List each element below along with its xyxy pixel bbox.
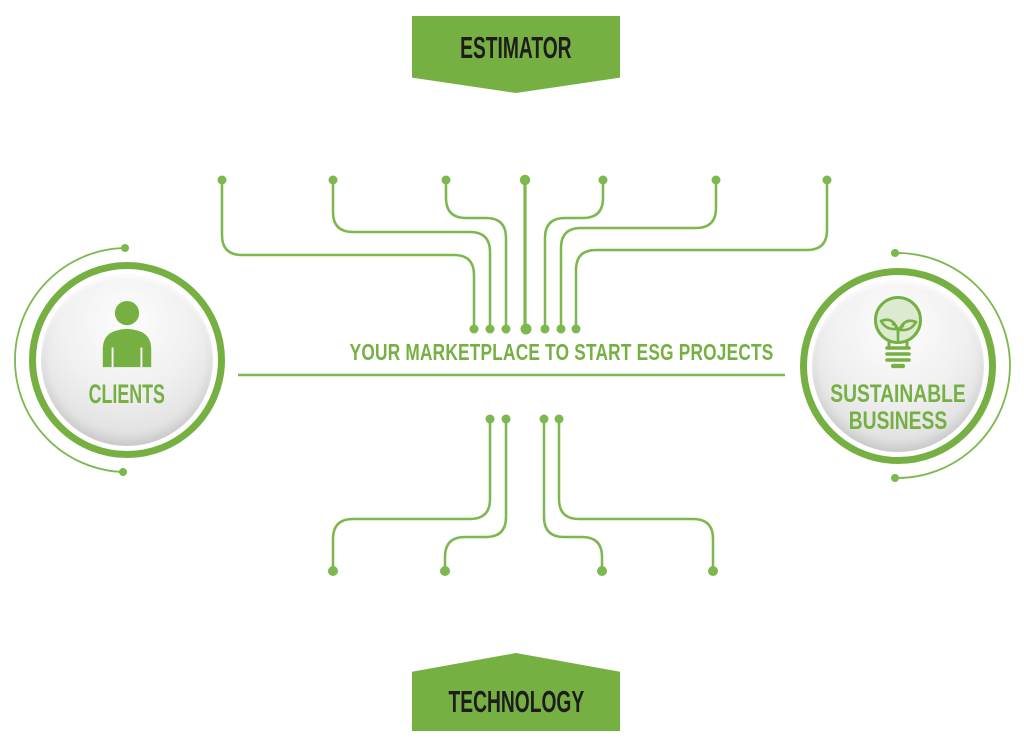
trace-dot [822, 175, 832, 185]
trace-dot [540, 324, 550, 334]
trace-dot [539, 414, 549, 424]
circuit-trace [557, 419, 715, 571]
estimator-banner-text: ESTIMATOR [460, 29, 572, 65]
upper-circuit [217, 174, 832, 335]
left-node-arc [14, 244, 129, 476]
trace-dot [501, 414, 511, 424]
trace-dot [217, 175, 227, 185]
circuit-trace [443, 419, 508, 571]
trace-dot [711, 175, 721, 185]
center-tagline: YOUR MARKETPLACE TO START ESG PROJECTS [279, 341, 779, 364]
arc-dot [121, 244, 129, 252]
circuit-trace [542, 419, 604, 571]
trace-dot [485, 324, 495, 334]
circuit-trace [559, 180, 718, 329]
trace-dot [556, 324, 566, 334]
clients-node-disc: CLIENTS [41, 274, 213, 446]
trace-dot [708, 566, 718, 576]
circuit-trace [331, 419, 492, 571]
trace-dot [440, 566, 450, 576]
technology-banner-label: TECHNOLOGY [412, 683, 620, 719]
trace-dot [520, 323, 532, 335]
technology-banner: TECHNOLOGY [412, 653, 620, 731]
trace-dot [469, 324, 479, 334]
circuit-trace [543, 180, 605, 329]
trace-dot [519, 174, 531, 186]
center-tagline-text: YOUR MARKETPLACE TO START ESG PROJECTS [349, 339, 774, 365]
lightbulb-plant-icon [874, 296, 922, 369]
circuit-trace [574, 180, 829, 329]
arc-dot [891, 249, 899, 257]
left-arc-path [14, 247, 126, 473]
trace-dot [501, 324, 511, 334]
arc-dot [119, 468, 127, 476]
circuit-trace [331, 180, 492, 329]
person-icon [102, 300, 152, 367]
sustainable-business-node: SUSTAINABLE BUSINESS [800, 268, 996, 464]
trace-dot [328, 175, 338, 185]
trace-dot [328, 566, 338, 576]
circuit-trace [444, 180, 508, 329]
sustainable-label-line1: SUSTAINABLE [830, 380, 966, 408]
trace-dot [554, 414, 564, 424]
trace-dot [485, 414, 495, 424]
sustainable-business-label: SUSTAINABLE BUSINESS [810, 381, 986, 435]
sustainable-business-node-disc: SUSTAINABLE BUSINESS [812, 280, 984, 452]
trace-dot [597, 566, 607, 576]
clients-node: CLIENTS [29, 262, 225, 458]
estimator-banner: ESTIMATOR [412, 16, 620, 93]
circuit-trace [220, 180, 476, 329]
trace-dot [571, 324, 581, 334]
clients-label: CLIENTS [69, 378, 185, 409]
right-arc-path [894, 252, 1011, 479]
trace-dot [598, 175, 608, 185]
trace-dot [441, 175, 451, 185]
technology-banner-text: TECHNOLOGY [448, 683, 584, 719]
right-node-arc [891, 249, 1011, 482]
sustainable-label-line2: BUSINESS [848, 407, 948, 435]
arc-dot [891, 474, 899, 482]
lower-circuit [328, 414, 718, 576]
estimator-banner-label: ESTIMATOR [426, 32, 606, 63]
clients-label-text: CLIENTS [88, 378, 166, 409]
